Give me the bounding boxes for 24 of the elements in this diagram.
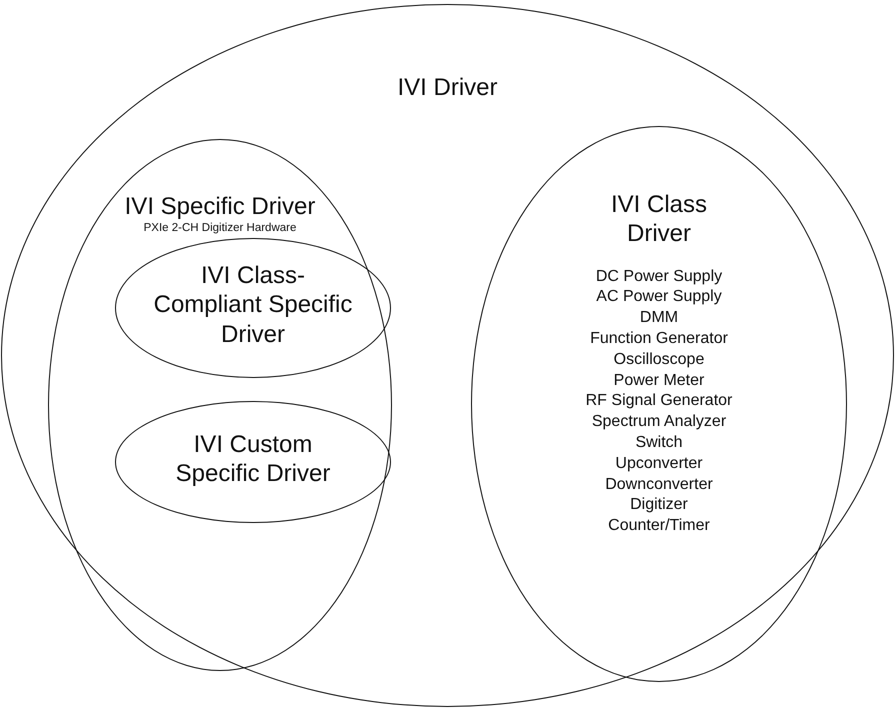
list-item: Function Generator bbox=[590, 328, 728, 349]
ellipse bbox=[115, 401, 391, 523]
list-item: Switch bbox=[635, 432, 683, 453]
ellipse-title: IVI Class Driver bbox=[610, 190, 708, 249]
ellipse bbox=[1, 4, 894, 707]
list-item: Power Meter bbox=[614, 370, 704, 391]
list-item: Upconverter bbox=[615, 454, 703, 474]
ellipse-title: IVI Class-Compliant Specific Driver bbox=[153, 261, 353, 349]
subtitle: PXIe 2-CH Digitizer Hardware bbox=[144, 221, 296, 236]
ellipse bbox=[48, 139, 392, 671]
list-item: Counter/Timer bbox=[608, 516, 710, 536]
list-item: Oscilloscope bbox=[614, 350, 704, 370]
ellipse bbox=[115, 238, 391, 378]
list-item: RF Signal Generator bbox=[586, 391, 732, 412]
list-item: Digitizer bbox=[630, 495, 688, 516]
ellipse-title: IVI Specific Driver bbox=[124, 192, 316, 222]
ellipse-title: IVI Driver bbox=[396, 73, 498, 102]
ellipse-title: IVI Custom Specific Driver bbox=[174, 430, 332, 489]
list-item: Spectrum Analyzer bbox=[592, 412, 726, 432]
list-item: DC Power Supply bbox=[596, 266, 722, 287]
list-item: Downconverter bbox=[605, 474, 713, 494]
ellipse bbox=[471, 126, 847, 682]
list-item: DMM bbox=[640, 308, 678, 328]
list-item: AC Power Supply bbox=[596, 287, 722, 308]
